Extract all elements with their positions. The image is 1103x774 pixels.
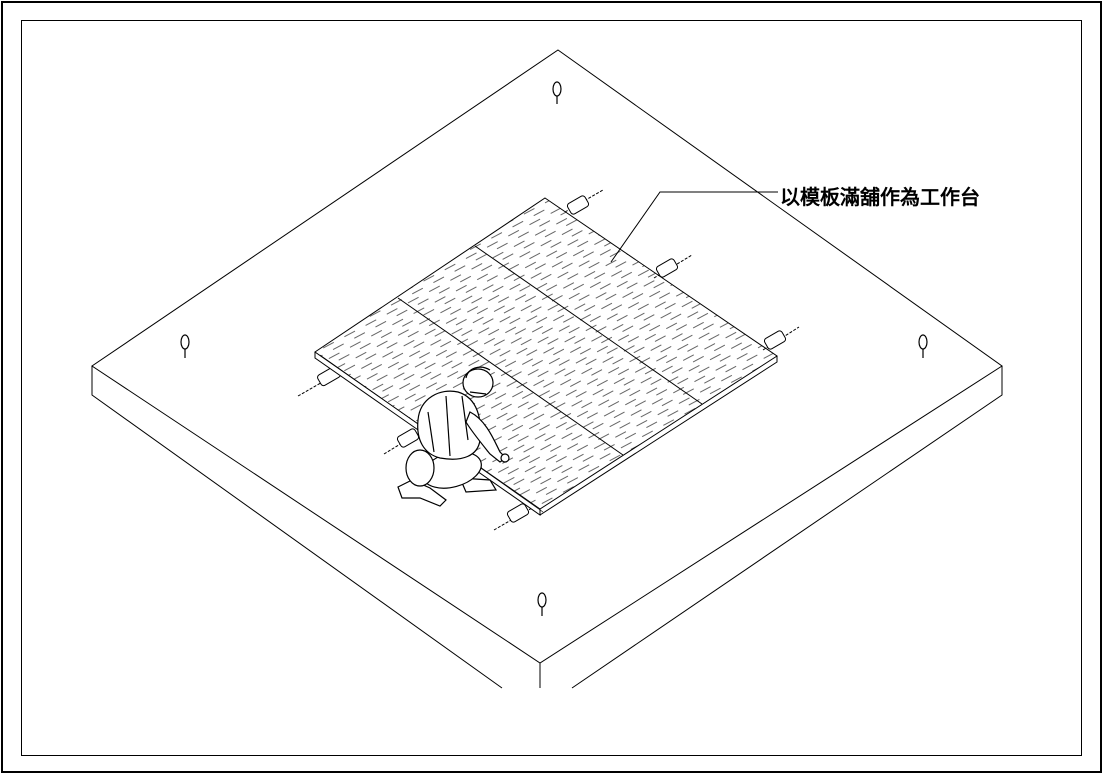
lifting-anchors: [180, 81, 928, 616]
pipe-end: [653, 254, 693, 279]
slab-left-face: [91, 366, 503, 689]
drawing-border-inner: [21, 20, 1082, 756]
lifting-anchor-icon: [180, 334, 190, 358]
worker-figure: [397, 366, 510, 507]
lifting-anchor-icon: [537, 592, 547, 616]
callout-leader: [610, 191, 778, 263]
callout-label: 以模板滿舖作為工作台: [780, 185, 980, 209]
pipe-end: [762, 326, 800, 351]
pipe-end: [564, 189, 604, 215]
slab-right-face: [571, 366, 1003, 689]
lifting-anchor-icon: [552, 81, 562, 104]
lifting-anchor-icon: [918, 334, 928, 358]
pipe-end: [383, 428, 421, 455]
panel-joint: [474, 245, 703, 405]
pipe-end: [493, 503, 533, 531]
support-pipes: [297, 189, 800, 531]
panel-joint: [397, 297, 624, 456]
